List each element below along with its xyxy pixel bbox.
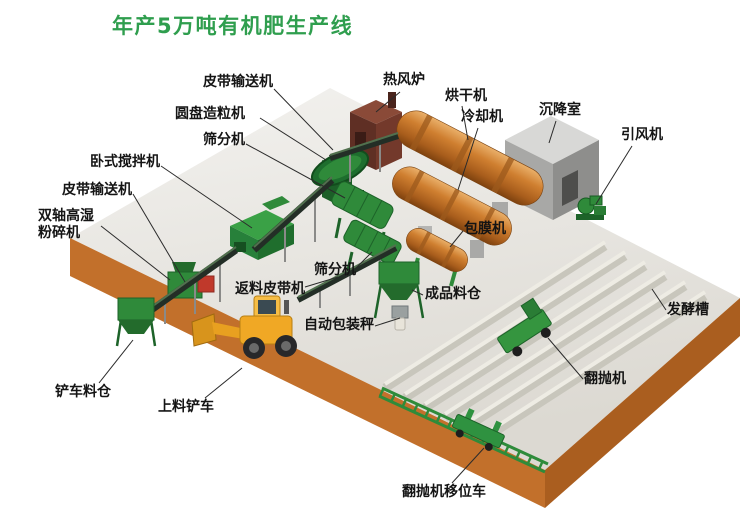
platform-front-right-edge bbox=[545, 298, 740, 508]
label-fermentation-trough: 发酵槽 bbox=[667, 302, 709, 318]
platform-front-left-edge bbox=[70, 238, 545, 508]
compost-turner-shifting-car-graphic bbox=[452, 408, 505, 451]
loading-forklift-graphic bbox=[191, 295, 297, 359]
label-disc-granulator: 圆盘造粒机 bbox=[175, 106, 245, 122]
label-settling-chamber: 沉降室 bbox=[539, 102, 581, 118]
label-loading-forklift: 上料铲车 bbox=[158, 399, 214, 415]
label-induced-draft-fan: 引风机 bbox=[621, 127, 663, 143]
label-horizontal-mixer: 卧式搅拌机 bbox=[90, 154, 160, 170]
label-compost-turner-shifting-car: 翻抛机移位车 bbox=[402, 484, 486, 500]
label-cooler: 冷却机 bbox=[461, 109, 503, 125]
screening-machine-1-graphic bbox=[331, 181, 394, 253]
compost-turner-graphic bbox=[497, 297, 552, 357]
label-finished-product-silo: 成品料仓 bbox=[425, 286, 481, 302]
finished-product-silo-graphic bbox=[373, 261, 425, 319]
label-double-shaft-crusher: 双轴高湿粉碎机 bbox=[38, 208, 94, 241]
label-forklift-silo: 铲车料仓 bbox=[55, 384, 111, 400]
diagram-title: 年产5万吨有机肥生产线 bbox=[112, 14, 354, 38]
induced-draft-fan-graphic bbox=[576, 195, 606, 220]
label-screening-machine-2: 筛分机 bbox=[314, 262, 356, 278]
automatic-packing-scale-graphic bbox=[391, 305, 409, 331]
leader-lines bbox=[98, 88, 667, 484]
label-automatic-packing-scale: 自动包装秤 bbox=[304, 317, 374, 333]
belt-conveyors-graphic bbox=[137, 132, 399, 324]
label-belt-conveyor-left: 皮带输送机 bbox=[62, 182, 132, 198]
label-belt-conveyor-top: 皮带输送机 bbox=[203, 74, 273, 90]
label-dryer: 烘干机 bbox=[445, 88, 487, 104]
label-return-belt-conveyor: 返料皮带机 bbox=[235, 281, 305, 297]
label-compost-turner: 翻抛机 bbox=[584, 371, 626, 387]
label-coating-machine: 包膜机 bbox=[464, 221, 506, 237]
forklift-silo-graphic bbox=[115, 297, 157, 347]
label-hot-air-furnace: 热风炉 bbox=[383, 72, 425, 88]
label-screening-machine-1: 筛分机 bbox=[203, 132, 245, 148]
